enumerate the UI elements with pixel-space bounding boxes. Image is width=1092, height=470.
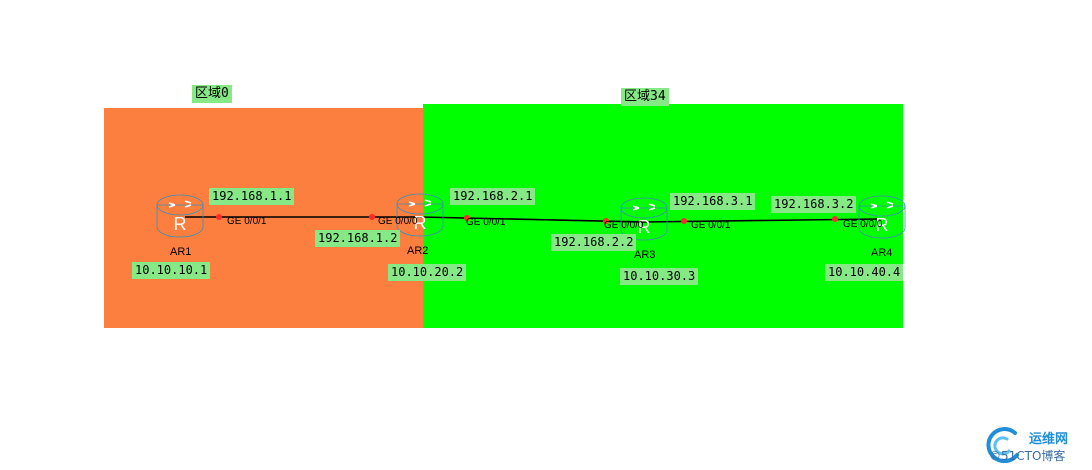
port-ar4-ge000: GE 0/0/0 (843, 219, 883, 230)
port-dot-ar3-ge000 (603, 218, 609, 224)
router-name-ar1: AR1 (170, 246, 192, 258)
router-ar2[interactable]: R (395, 192, 445, 238)
svg-text:R: R (414, 213, 427, 233)
ip-ar2-ge000: 192.168.1.2 (315, 230, 401, 247)
watermark-blog: ©51CTO博客 (989, 449, 1066, 463)
router-name-ar4: AR4 (871, 247, 893, 259)
router-name-ar3: AR3 (634, 249, 656, 261)
area-34-label: 区域34 (621, 88, 669, 106)
watermark: 运维网 ©51CTO博客 (985, 425, 1090, 467)
router-icon: R (620, 197, 668, 241)
svg-text:R: R (638, 217, 651, 237)
area-34-region (423, 104, 903, 328)
ip-ar4-ge000: 192.168.3.2 (771, 196, 857, 213)
ip-ar1-ge001: 192.168.1.1 (209, 188, 295, 205)
port-ar3-ge000: GE 0/0/0 (604, 220, 644, 231)
loopback-ar4: 10.10.40.4 (825, 264, 904, 281)
svg-text:R: R (876, 215, 889, 235)
router-icon: R (396, 193, 444, 237)
router-icon: R (156, 194, 204, 238)
port-ar1-ge001: GE 0/0/1 (227, 216, 267, 227)
loopback-ar1: 10.10.10.1 (132, 262, 211, 279)
port-dot-ar3-ge001 (681, 218, 687, 224)
ip-ar3-ge001: 192.168.3.1 (670, 193, 756, 210)
port-dot-ar2-ge001 (464, 215, 470, 221)
loopback-ar2: 10.10.20.2 (388, 264, 467, 281)
port-ar2-ge000: GE 0/0/0 (378, 216, 418, 227)
router-ar3[interactable]: R (619, 196, 669, 242)
port-ar3-ge001: GE 0/0/1 (691, 220, 731, 231)
loopback-ar3: 10.10.30.3 (620, 268, 699, 285)
port-ar2-ge001: GE 0/0/1 (466, 217, 506, 228)
port-dot-ar2-ge000 (369, 214, 375, 220)
watermark-logo-icon (986, 427, 1019, 464)
router-name-ar2: AR2 (407, 245, 429, 257)
router-ar4[interactable]: R (857, 194, 907, 240)
port-dot-ar4-ge000 (832, 216, 838, 222)
port-dot-ar1-ge001 (216, 214, 222, 220)
watermark-site-name: 运维网 (1029, 432, 1069, 447)
ip-ar3-ge000: 192.168.2.2 (551, 234, 637, 251)
ip-ar2-ge001: 192.168.2.1 (450, 188, 536, 205)
area-0-label: 区域0 (192, 85, 232, 103)
router-ar1[interactable]: R (155, 193, 205, 239)
router-icon: R (858, 195, 906, 239)
svg-text:R: R (174, 214, 187, 234)
